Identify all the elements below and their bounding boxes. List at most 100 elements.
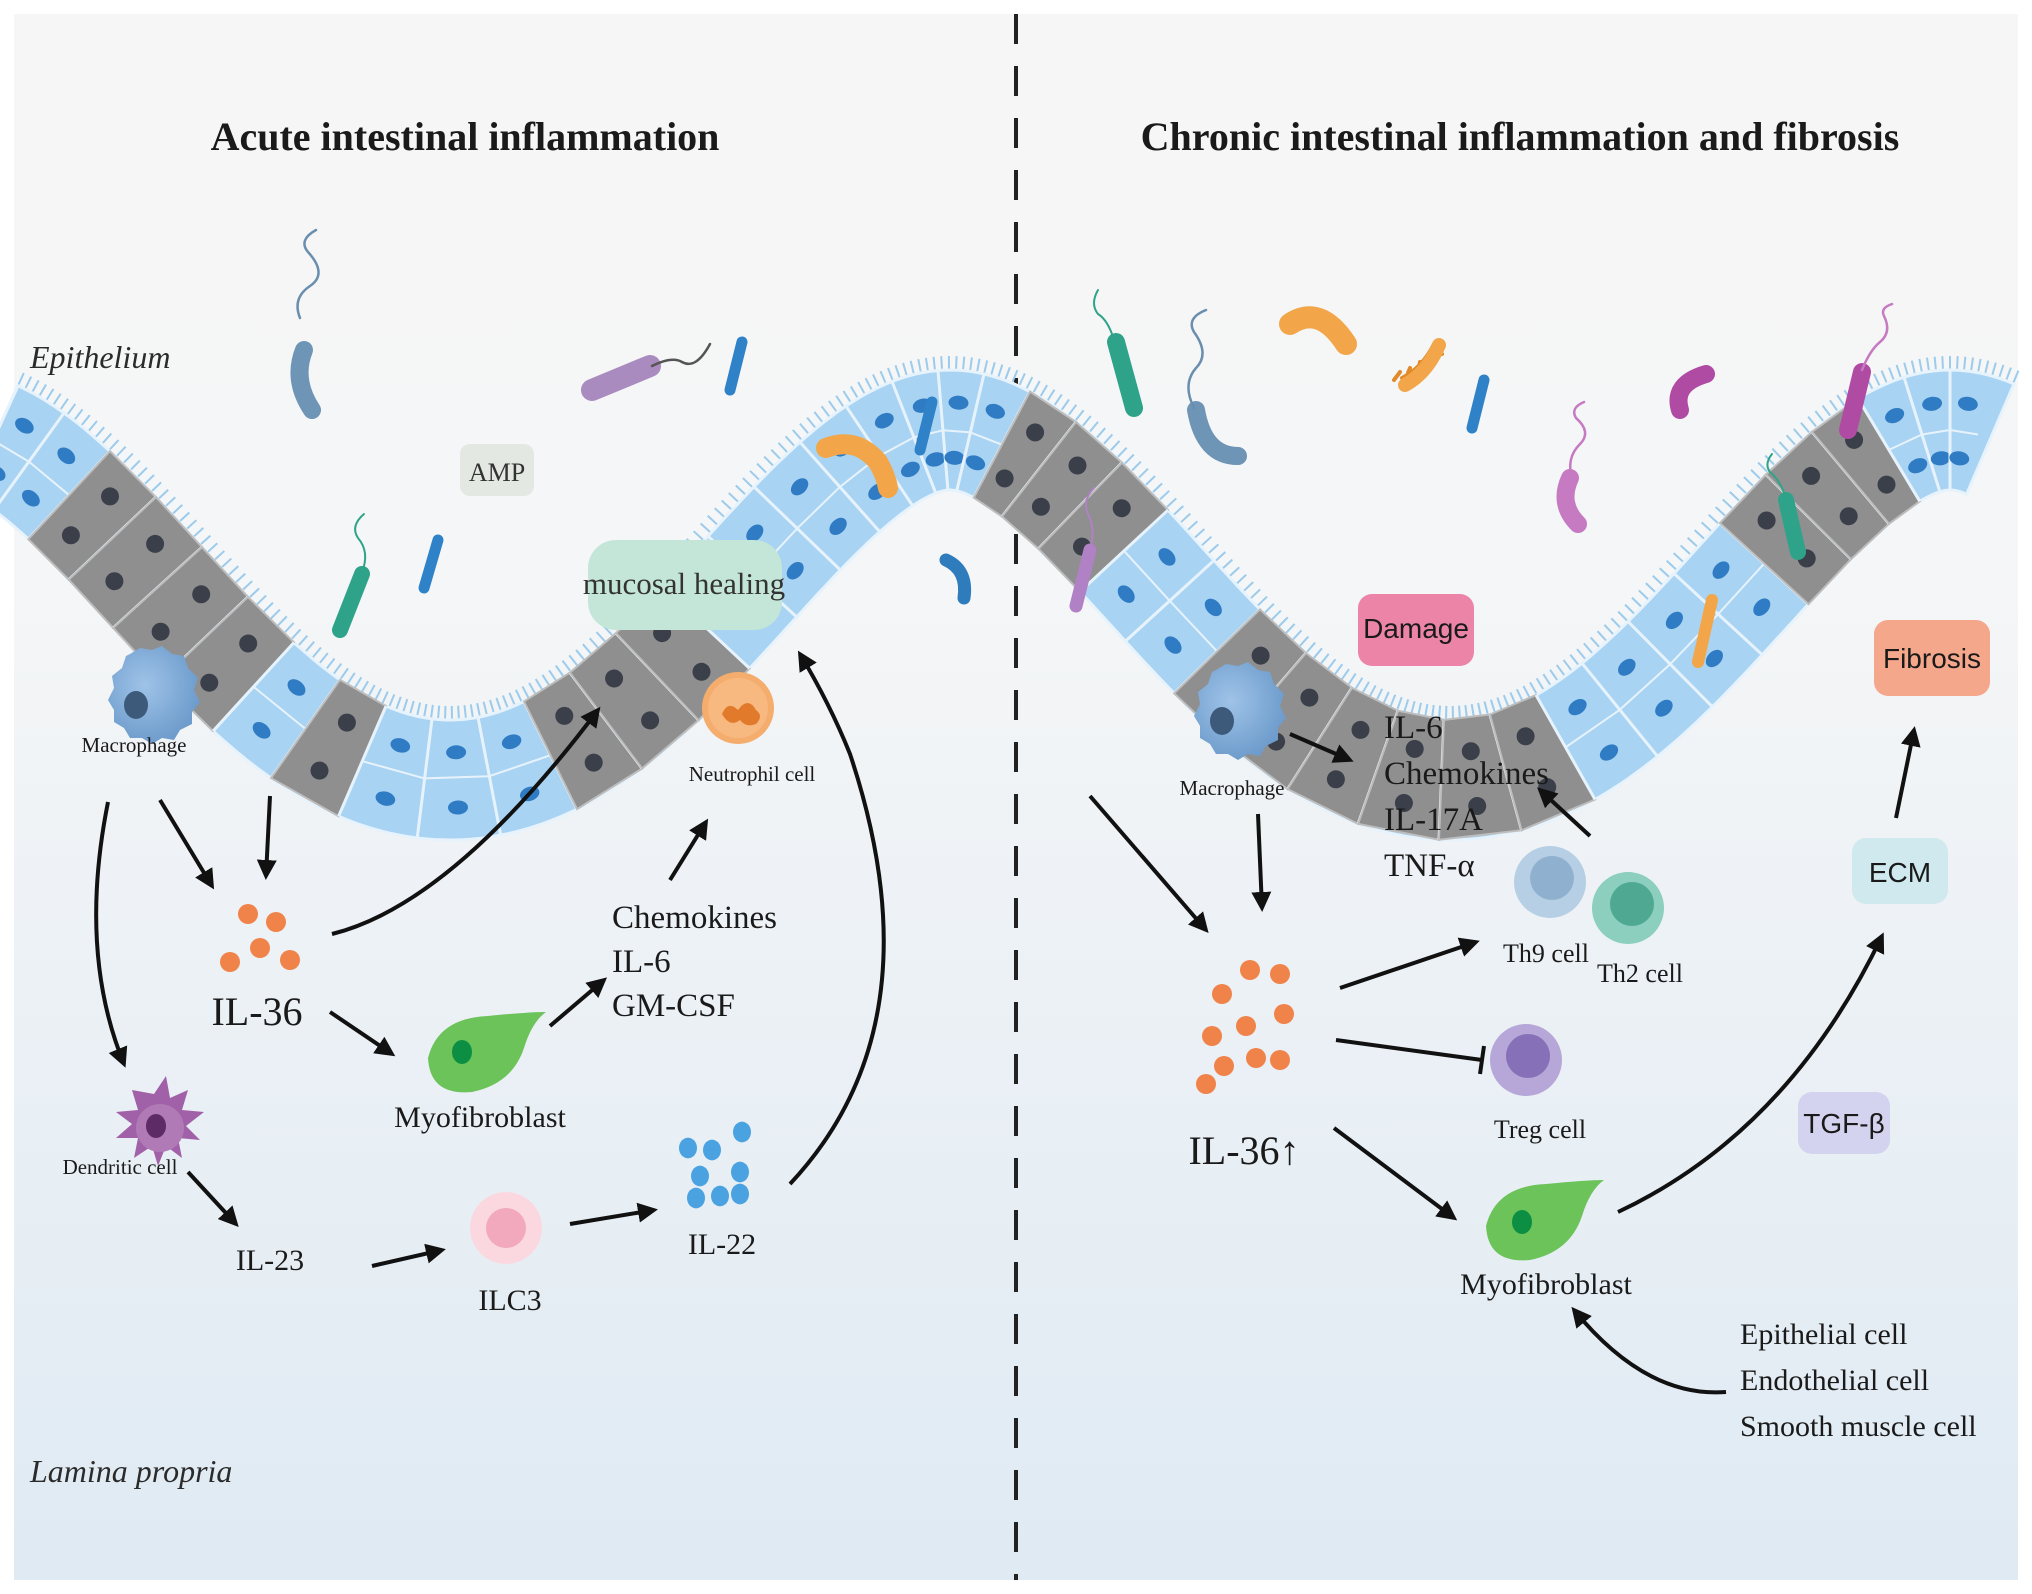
cilium	[735, 484, 747, 496]
cell-nucleus	[1753, 598, 1771, 616]
macrophage-icon	[108, 646, 200, 744]
cilium	[1228, 566, 1240, 578]
cilium	[463, 705, 467, 720]
cytokine-chemokines: Chemokines	[1384, 756, 1549, 792]
cell-nucleus	[874, 412, 894, 429]
cell-nucleus	[1300, 688, 1319, 707]
cilium	[1032, 380, 1041, 394]
cell-row-divider	[1921, 429, 1951, 436]
cilium	[157, 489, 169, 501]
cell-boundary	[1902, 376, 1942, 493]
cilium	[199, 534, 212, 546]
cilium	[17, 372, 25, 387]
chemokines-left: Chemokines	[612, 900, 777, 936]
cilium	[1025, 376, 1034, 391]
cilium	[1489, 699, 1496, 714]
cilium	[1757, 461, 1769, 474]
cilium	[1645, 582, 1657, 594]
cell-nucleus	[287, 679, 306, 696]
title-acute: Acute intestinal inflammation	[211, 114, 720, 159]
cell-nucleus	[1251, 646, 1270, 665]
cilium	[1347, 673, 1357, 686]
cell-nucleus	[1394, 794, 1413, 812]
cell-nucleus	[310, 761, 329, 780]
cilium	[178, 511, 190, 523]
il22-particles	[679, 1121, 751, 1209]
cilium	[2012, 370, 2020, 384]
epithelium-cilia	[17, 355, 2020, 721]
cilium	[1903, 362, 1909, 377]
cilium	[276, 615, 288, 628]
cilium	[1326, 658, 1337, 671]
flagellum-icon	[354, 513, 367, 573]
cilium	[1263, 602, 1275, 615]
cilium	[416, 702, 422, 717]
cilium	[1221, 558, 1233, 570]
cell-boundary	[337, 705, 388, 817]
flagellum-icon	[1766, 453, 1787, 499]
cilium	[332, 662, 343, 676]
cilium	[1102, 433, 1114, 446]
cilium	[1496, 697, 1503, 712]
cell-boundary	[0, 385, 20, 429]
cilium	[1821, 404, 1832, 418]
cilium	[1926, 357, 1930, 372]
il22-dot	[703, 1139, 721, 1161]
cilium	[220, 557, 232, 569]
cell-nucleus	[57, 447, 76, 465]
flagellum-icon	[296, 228, 320, 320]
cilium	[749, 470, 761, 482]
ilc3-label: ILC3	[478, 1284, 541, 1317]
cell-nucleus	[1599, 744, 1619, 761]
cilium	[1542, 673, 1552, 687]
cilium	[437, 705, 441, 720]
bacterium-icon	[939, 553, 972, 605]
cell-nucleus	[1957, 396, 1978, 411]
cilium	[1793, 428, 1804, 441]
cilium	[1081, 415, 1092, 428]
cilium	[1193, 528, 1206, 540]
cilium	[1555, 664, 1566, 677]
cell-nucleus	[446, 745, 467, 760]
cell-nucleus	[985, 403, 1005, 419]
cell-nucleus	[1112, 499, 1131, 518]
amp-box	[460, 444, 534, 496]
arrow-myofibroblast-ecm	[1617, 932, 1885, 1214]
cilium	[990, 362, 996, 377]
cilium	[1569, 654, 1580, 667]
cilium	[1829, 399, 1839, 413]
cilium	[367, 684, 376, 698]
cell-nucleus	[1949, 451, 1970, 466]
il36-up-particles	[1196, 960, 1294, 1094]
cilium	[59, 398, 69, 411]
cell-nucleus	[829, 517, 847, 535]
cytokine-tnfa: TNF-α	[1384, 848, 1475, 884]
myofibroblast-icon	[428, 1012, 546, 1093]
cilium	[395, 696, 402, 711]
cilium	[136, 466, 148, 479]
bacterium-icon	[1692, 594, 1718, 668]
macrophage-right-label: Macrophage	[1180, 776, 1285, 800]
cilium	[213, 550, 226, 562]
cilium	[1778, 441, 1790, 453]
label-lamina-propria: Lamina propria	[29, 1453, 232, 1489]
cilium	[1963, 356, 1967, 371]
cilium	[1529, 681, 1538, 695]
fibrosis-label: Fibrosis	[1883, 643, 1981, 674]
cilium	[325, 657, 336, 671]
cilium	[1116, 446, 1128, 459]
cell-nucleus	[786, 561, 804, 580]
cytokine-il6: IL-6	[1384, 710, 1443, 746]
cell-nucleus	[390, 738, 411, 753]
cilium	[1095, 427, 1106, 440]
cell-row-divider	[1564, 708, 1621, 749]
cilium	[1130, 460, 1142, 473]
cilium	[508, 692, 516, 707]
arrow-macrophage-dendritic	[94, 801, 128, 1068]
cilium	[742, 477, 754, 489]
cilium	[388, 693, 396, 708]
cilium	[1729, 491, 1741, 503]
cilium	[791, 429, 803, 442]
cilium	[1151, 482, 1163, 494]
cilium	[575, 649, 586, 662]
